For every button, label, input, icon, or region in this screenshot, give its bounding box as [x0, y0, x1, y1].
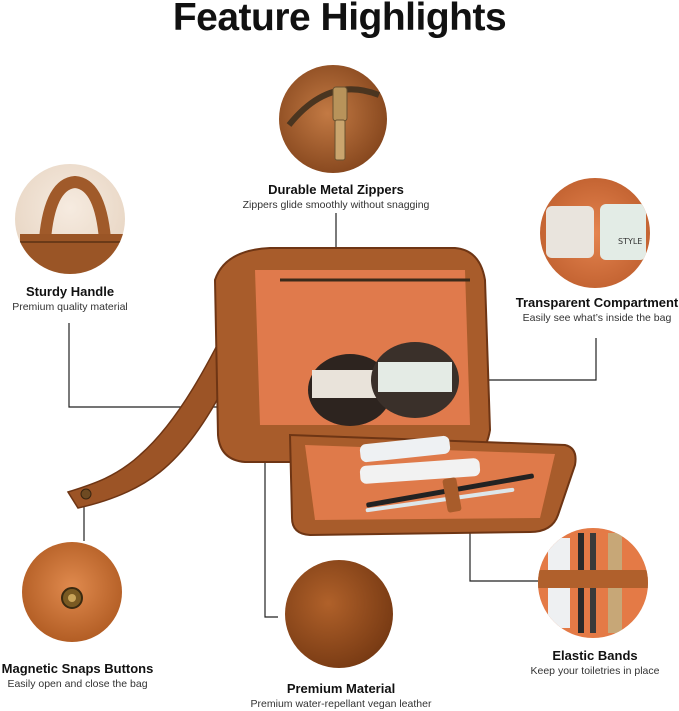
feature-desc: Premium quality material — [12, 301, 128, 313]
feature-desc: Premium water-repellant vegan leather — [250, 698, 432, 710]
transparent-compartment-circle-image: STYLE — [540, 178, 650, 288]
feature-desc: Easily see what’s inside the bag — [522, 312, 672, 324]
feature-handle: Sturdy Handle Premium quality material — [0, 283, 140, 314]
feature-material: Premium Material Premium water-repellant… — [241, 680, 441, 711]
magnetic-snap-circle-image — [22, 542, 122, 642]
feature-name: Transparent Compartment — [515, 295, 679, 310]
feature-name: Premium Material — [286, 681, 396, 696]
premium-material-circle-image — [285, 560, 393, 668]
feature-zipper: Durable Metal Zippers Zippers glide smoo… — [216, 181, 456, 212]
material-callout-line — [264, 428, 278, 618]
feature-name: Elastic Bands — [552, 648, 638, 663]
feature-desc: Keep your toiletries in place — [530, 665, 660, 677]
page-title: Feature Highlights — [172, 0, 507, 39]
zipper-circle-image — [279, 65, 387, 173]
toiletry-bag-image — [66, 247, 577, 537]
feature-magnetic: Magnetic Snaps Buttons Easily open and c… — [0, 660, 155, 691]
feature-transparent: Transparent Compartment Easily see what’… — [499, 294, 679, 325]
transparent-callout-line — [440, 338, 597, 381]
elastic-bands-circle-image — [538, 528, 648, 638]
elastic-callout-line — [469, 525, 543, 582]
feature-name: Sturdy Handle — [25, 284, 115, 299]
svg-text:STYLE: STYLE — [618, 237, 642, 246]
feature-name: Magnetic Snaps Buttons — [1, 661, 154, 676]
feature-desc: Easily open and close the bag — [7, 678, 148, 690]
handle-circle-image — [15, 164, 125, 274]
feature-desc: Zippers glide smoothly without snagging — [242, 199, 430, 211]
feature-elastic: Elastic Bands Keep your toiletries in pl… — [520, 647, 670, 678]
feature-name: Durable Metal Zippers — [268, 182, 404, 197]
